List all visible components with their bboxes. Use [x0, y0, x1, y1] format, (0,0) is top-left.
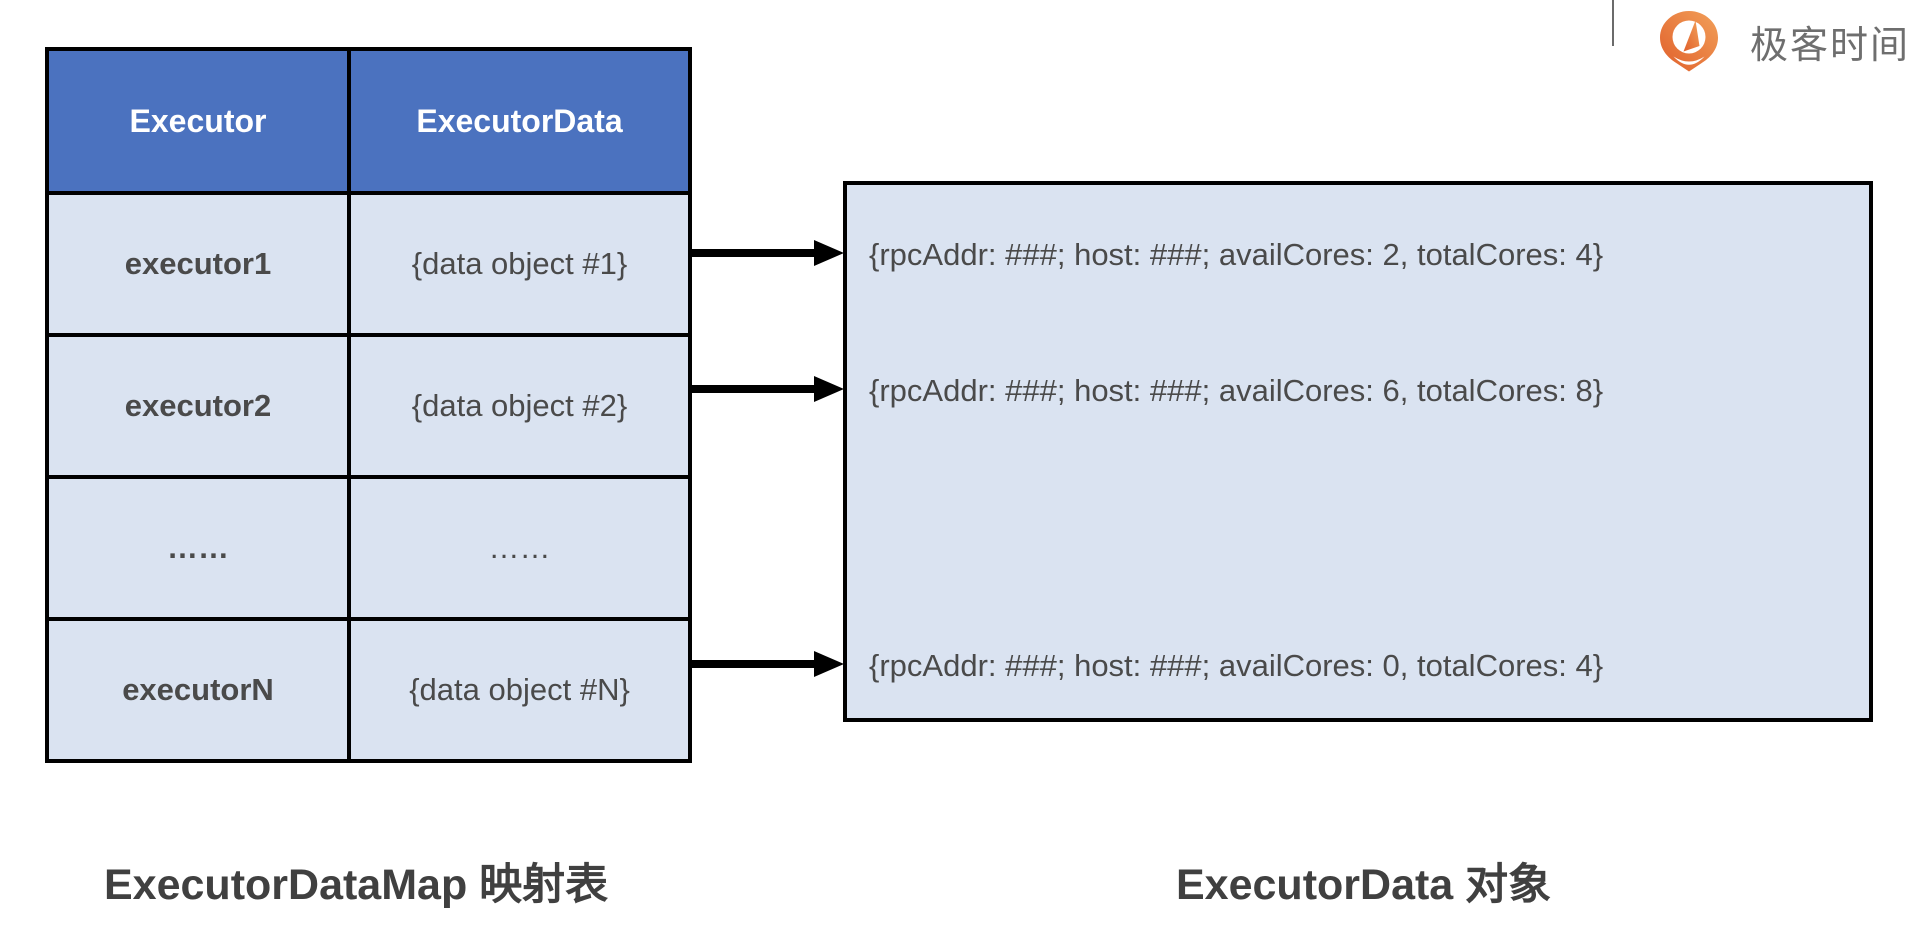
arrow-shaft [688, 660, 818, 668]
caption-executordata: ExecutorData 对象 [1176, 861, 1552, 909]
executor-data-objects-box: {rpcAddr: ###; host: ###; availCores: 2,… [843, 181, 1873, 722]
header-cell-executordata: ExecutorData [347, 47, 692, 195]
executor-data-object-2: {rpcAddr: ###; host: ###; availCores: 6,… [869, 373, 1604, 408]
table-header-row: Executor ExecutorData [45, 47, 692, 195]
geektime-logo: 极客时间 [1610, 0, 1920, 80]
table-row-executorN: executorN {data object #N} [45, 617, 692, 763]
header-cell-executor: Executor [45, 47, 351, 195]
table-row-executor2: executor2 {data object #2} [45, 333, 692, 479]
cell-executor1-key: executor1 [45, 191, 351, 337]
cell-ellipsis-key: …… [45, 475, 351, 621]
cell-executorN-key: executorN [45, 617, 351, 763]
cell-executor1-value: {data object #1} [347, 191, 692, 337]
cell-executorN-value: {data object #N} [347, 617, 692, 763]
logo-divider [1612, 0, 1614, 46]
table-row-ellipsis: …… …… [45, 475, 692, 621]
arrow-head-icon [814, 376, 844, 402]
arrow-executor1-to-object [688, 240, 844, 266]
table-row-executor1: executor1 {data object #1} [45, 191, 692, 337]
arrow-head-icon [814, 240, 844, 266]
geektime-pin-icon [1660, 11, 1718, 72]
executor-data-object-n: {rpcAddr: ###; host: ###; availCores: 0,… [869, 648, 1604, 683]
arrow-executorN-to-object [688, 651, 844, 677]
caption-executordatamap: ExecutorDataMap 映射表 [104, 861, 609, 909]
arrow-head-icon [814, 651, 844, 677]
executor-data-object-1: {rpcAddr: ###; host: ###; availCores: 2,… [869, 237, 1604, 272]
geektime-logo-text: 极客时间 [1750, 25, 1911, 67]
arrow-shaft [688, 249, 818, 257]
cell-ellipsis-value: …… [347, 475, 692, 621]
arrow-executor2-to-object [688, 376, 844, 402]
cell-executor2-value: {data object #2} [347, 333, 692, 479]
cell-executor2-key: executor2 [45, 333, 351, 479]
arrow-shaft [688, 385, 818, 393]
executor-datamap-table: Executor ExecutorData executor1 {data ob… [45, 47, 692, 763]
